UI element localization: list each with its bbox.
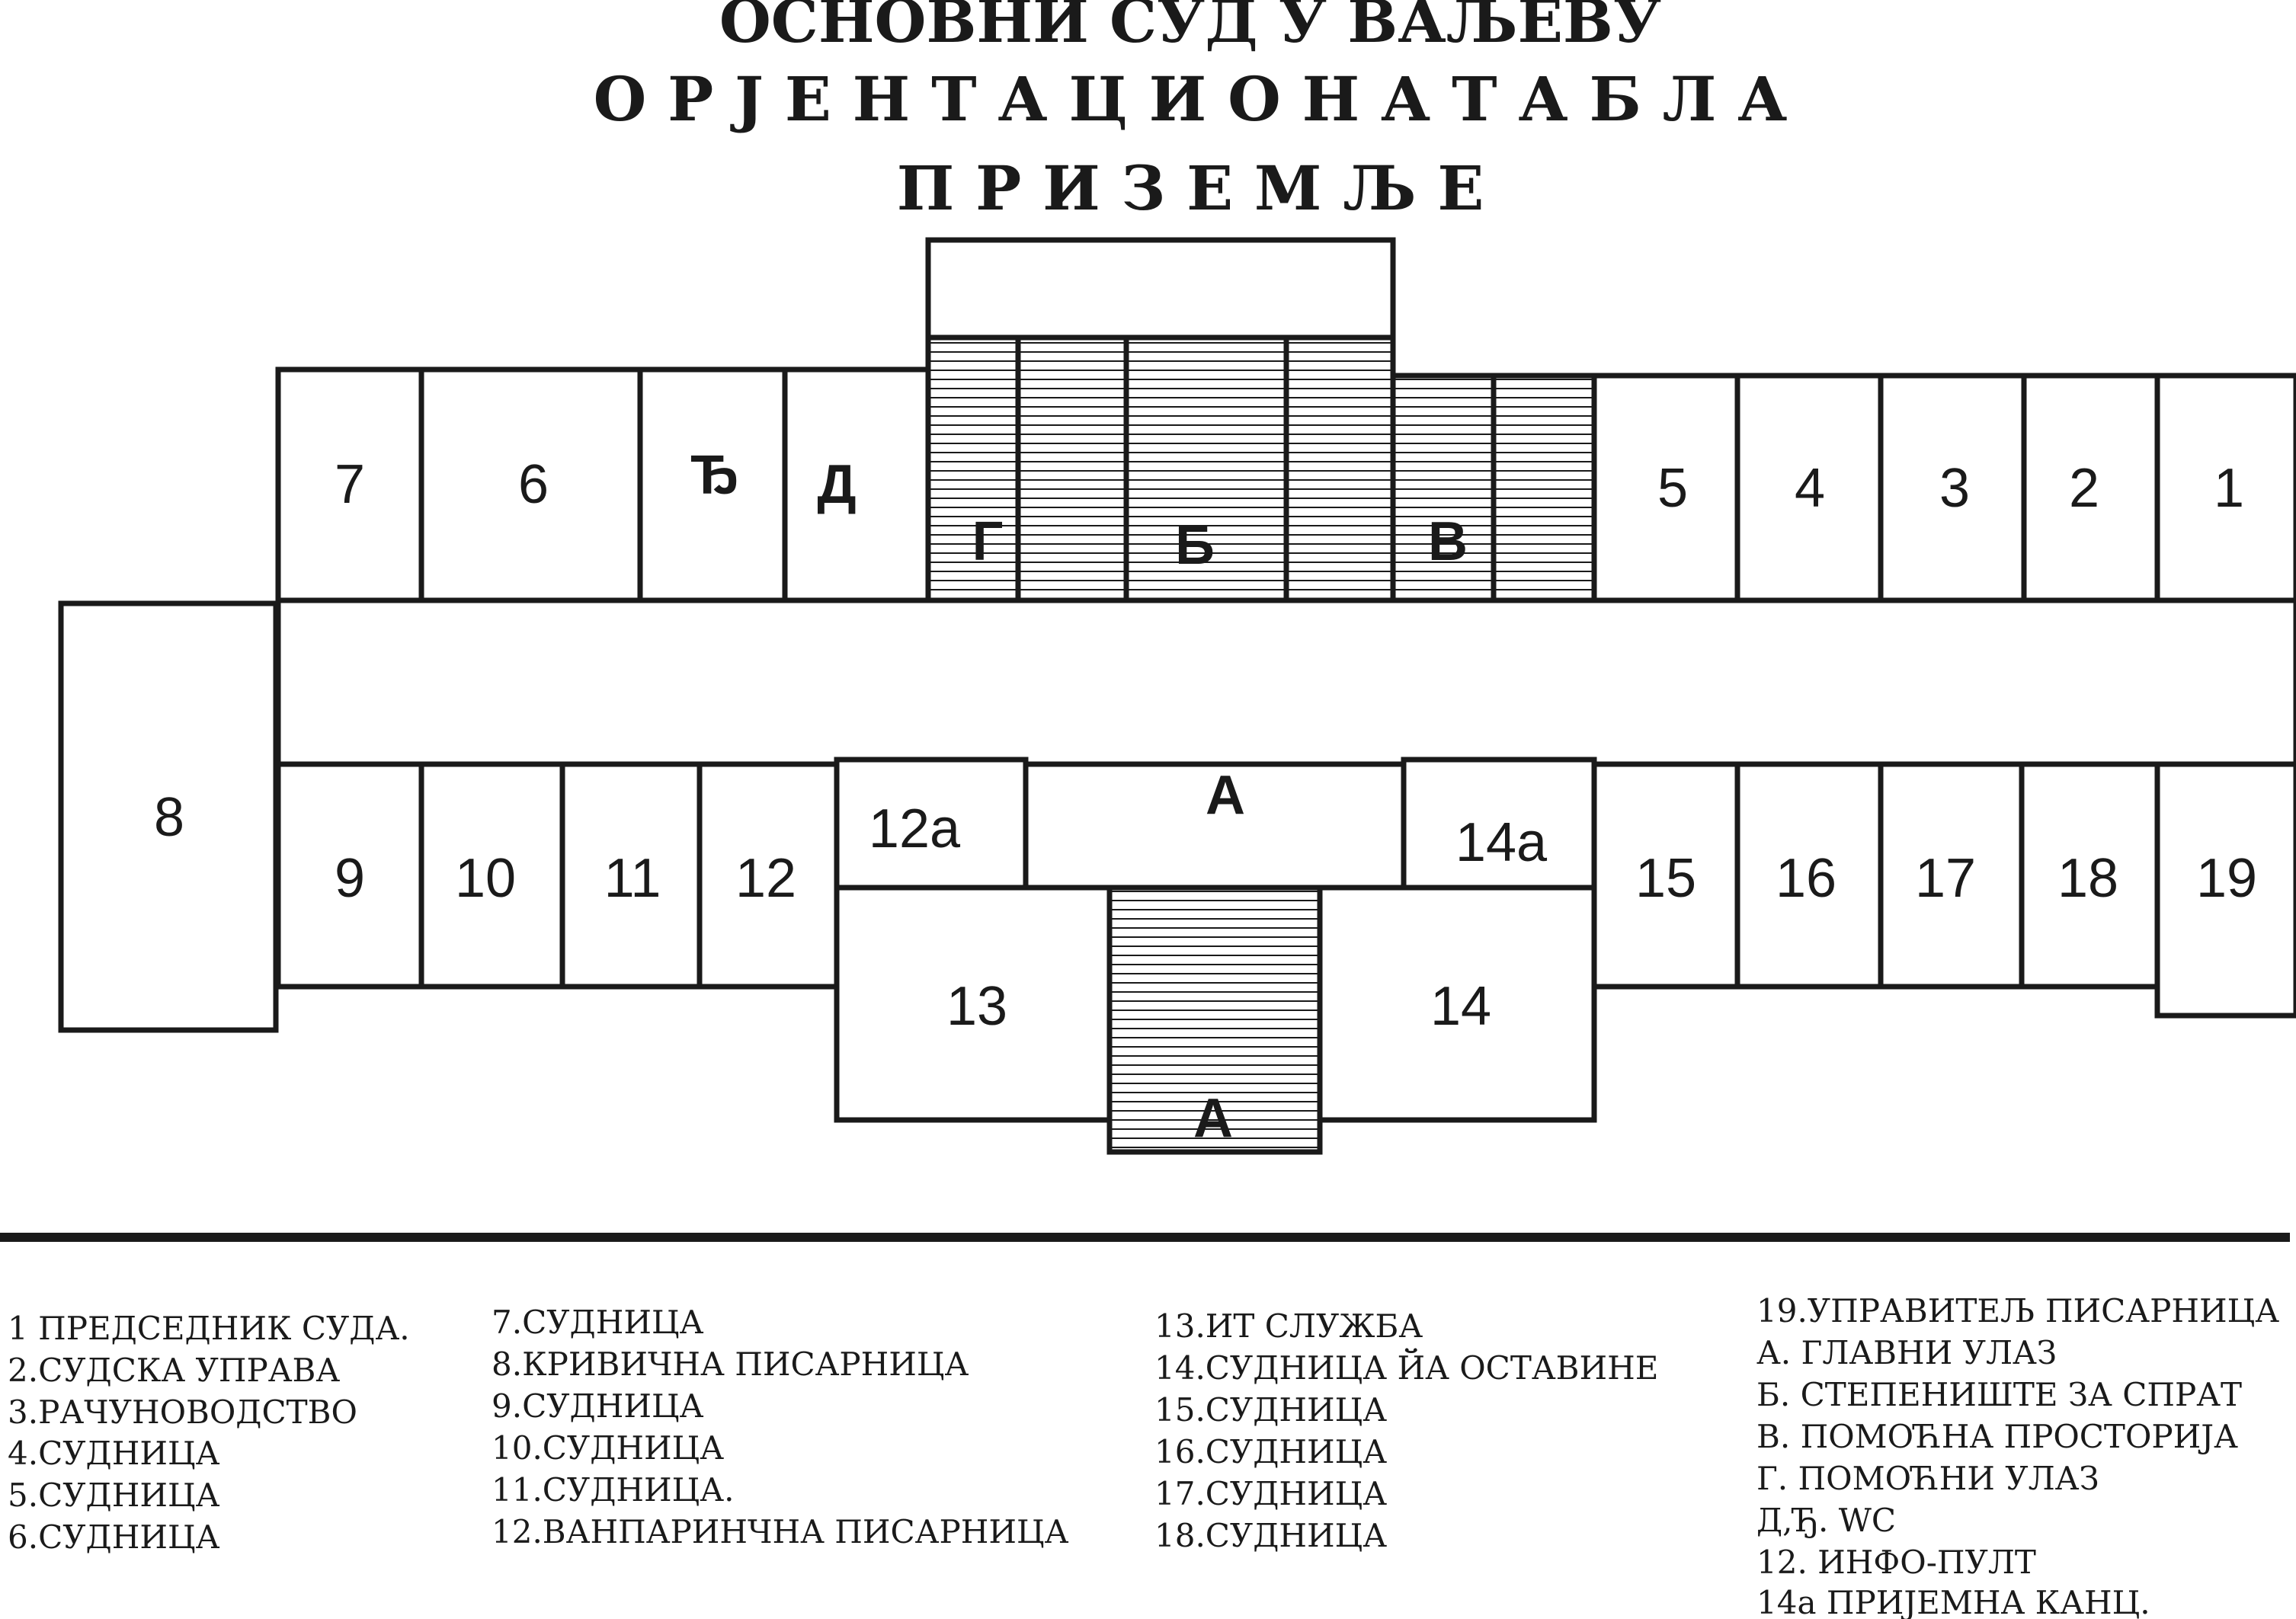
label-2: 2: [2069, 458, 2099, 519]
legend-item: 16.СУДНИЦА: [1154, 1433, 1387, 1470]
label-10: 10: [455, 848, 516, 909]
legend-item: 10.СУДНИЦА: [492, 1429, 724, 1467]
room-10: [418, 761, 565, 990]
label-8: 8: [154, 787, 184, 848]
legend-column-2: 7.СУДНИЦА 8.КРИВИЧНА ПИСАРНИЦА 9.СУДНИЦА…: [492, 1304, 1069, 1550]
label-5: 5: [1657, 458, 1688, 519]
label-9: 9: [335, 848, 365, 909]
label-17: 17: [1915, 848, 1976, 909]
rear-annex: [925, 237, 1396, 341]
legend-item: Д,Ђ. WC: [1756, 1502, 1896, 1539]
legend-item: 12. ИНФО-ПУЛТ: [1756, 1544, 2036, 1581]
legend-item: Б. СТЕПЕНИШТЕ ЗА СПРАТ: [1756, 1376, 2242, 1413]
label-a-entrance: А: [1193, 1088, 1233, 1149]
room-8: [58, 600, 279, 1033]
room-14: [1317, 885, 1597, 1123]
legend-item: 13.ИТ СЛУЖБА: [1154, 1307, 1423, 1345]
legend-item: 15.СУДНИЦА: [1154, 1391, 1387, 1429]
room-d: [782, 366, 931, 603]
label-18: 18: [2057, 848, 2118, 909]
room-v-left: [1390, 373, 1497, 603]
room-18: [2019, 761, 2160, 990]
legend-item: Г. ПОМОЋНИ УЛАЗ: [1756, 1460, 2099, 1497]
legend-column-4: 19.УПРАВИТЕЉ ПИСАРНИЦА А. ГЛАВНИ УЛАЗ Б.…: [1756, 1292, 2279, 1619]
legend-item: 17.СУДНИЦА: [1154, 1475, 1387, 1512]
label-1: 1: [2214, 458, 2244, 519]
room-7: [275, 366, 424, 603]
room-5: [1591, 373, 1740, 603]
room-19: [2154, 761, 2296, 1019]
legend-item: 14а ПРИЈЕМНА КАНЦ.: [1756, 1584, 2150, 1619]
label-v: В: [1428, 511, 1468, 572]
room-9: [275, 761, 424, 990]
room-2: [2021, 373, 2160, 603]
legend-item: 5.СУДНИЦА: [8, 1477, 220, 1514]
label-12a: 12а: [869, 798, 961, 859]
legend-item: 11.СУДНИЦА.: [492, 1471, 734, 1509]
label-12: 12: [735, 848, 796, 909]
room-12a: [834, 757, 1029, 891]
room-dj: [637, 366, 788, 603]
label-b: Б: [1175, 515, 1215, 576]
label-dj: Ђ: [690, 445, 739, 506]
main-corridor: [275, 597, 2296, 767]
room-4: [1734, 373, 1884, 603]
label-11: 11: [604, 848, 661, 909]
court-title: ОСНОВНИ СУД У ВАЉЕВУ: [719, 0, 1661, 56]
label-d: Д: [817, 454, 856, 515]
legend-item: 9.СУДНИЦА: [492, 1387, 704, 1425]
room-16: [1734, 761, 1884, 990]
legend-item: 19.УПРАВИТЕЉ ПИСАРНИЦА: [1756, 1292, 2279, 1329]
legend-column-1: 1 ПРЕДСЕДНИК СУДА. 2.СУДСКА УПРАВА 3.РАЧ…: [8, 1310, 410, 1556]
label-15: 15: [1635, 848, 1696, 909]
legend-item: 6.СУДНИЦА: [8, 1518, 220, 1556]
legend-item: 1 ПРЕДСЕДНИК СУДА.: [8, 1310, 410, 1347]
room-11: [559, 761, 703, 990]
board-title: О Р Ј Е Н Т А Ц И О Н А Т А Б Л А: [594, 63, 1788, 135]
label-16: 16: [1776, 848, 1836, 909]
legend-item: В. ПОМОЋНА ПРОСТОРИЈА: [1756, 1418, 2238, 1455]
label-6: 6: [518, 454, 549, 515]
room-1: [2154, 373, 2296, 603]
stair-b-right: [1283, 334, 1396, 603]
label-7: 7: [335, 454, 365, 515]
legend-item: 4.СУДНИЦА: [8, 1435, 220, 1472]
room-3: [1878, 373, 2027, 603]
legend-item: 12.ВАНПАРИНЧНА ПИСАРНИЦА: [492, 1513, 1069, 1550]
label-13: 13: [946, 976, 1007, 1037]
legend-item: 18.СУДНИЦА: [1154, 1517, 1387, 1554]
label-19: 19: [2196, 848, 2257, 909]
room-13: [834, 885, 1113, 1123]
stair-b-mid: [1123, 334, 1289, 603]
label-3: 3: [1939, 458, 1970, 519]
room-v-right: [1491, 373, 1597, 603]
legend-item: А. ГЛАВНИ УЛАЗ: [1756, 1334, 2057, 1371]
label-4: 4: [1795, 458, 1825, 519]
label-g: Г: [972, 511, 1004, 572]
legend-divider: [0, 1233, 2290, 1242]
label-14a: 14а: [1455, 812, 1548, 873]
room-6: [418, 366, 643, 603]
floor-title: П Р И З Е М Љ Е: [897, 152, 1484, 224]
legend-item: 3.РАЧУНОВОДСТВО: [8, 1393, 357, 1431]
legend-item: 14.СУДНИЦА ЙА ОСТАВИНЕ: [1154, 1347, 1658, 1387]
legend-item: 8.КРИВИЧНА ПИСАРНИЦА: [492, 1345, 969, 1383]
stair-b-left: [1015, 334, 1129, 603]
room-15: [1591, 761, 1740, 990]
legend-column-3: 13.ИТ СЛУЖБА 14.СУДНИЦА ЙА ОСТАВИНЕ 15.С…: [1154, 1307, 1658, 1554]
label-14: 14: [1430, 976, 1491, 1037]
legend-item: 2.СУДСКА УПРАВА: [8, 1352, 340, 1389]
main-entrance-stairs: [1106, 885, 1323, 1155]
label-a-hall: А: [1206, 765, 1245, 826]
legend-item: 7.СУДНИЦА: [492, 1304, 704, 1341]
